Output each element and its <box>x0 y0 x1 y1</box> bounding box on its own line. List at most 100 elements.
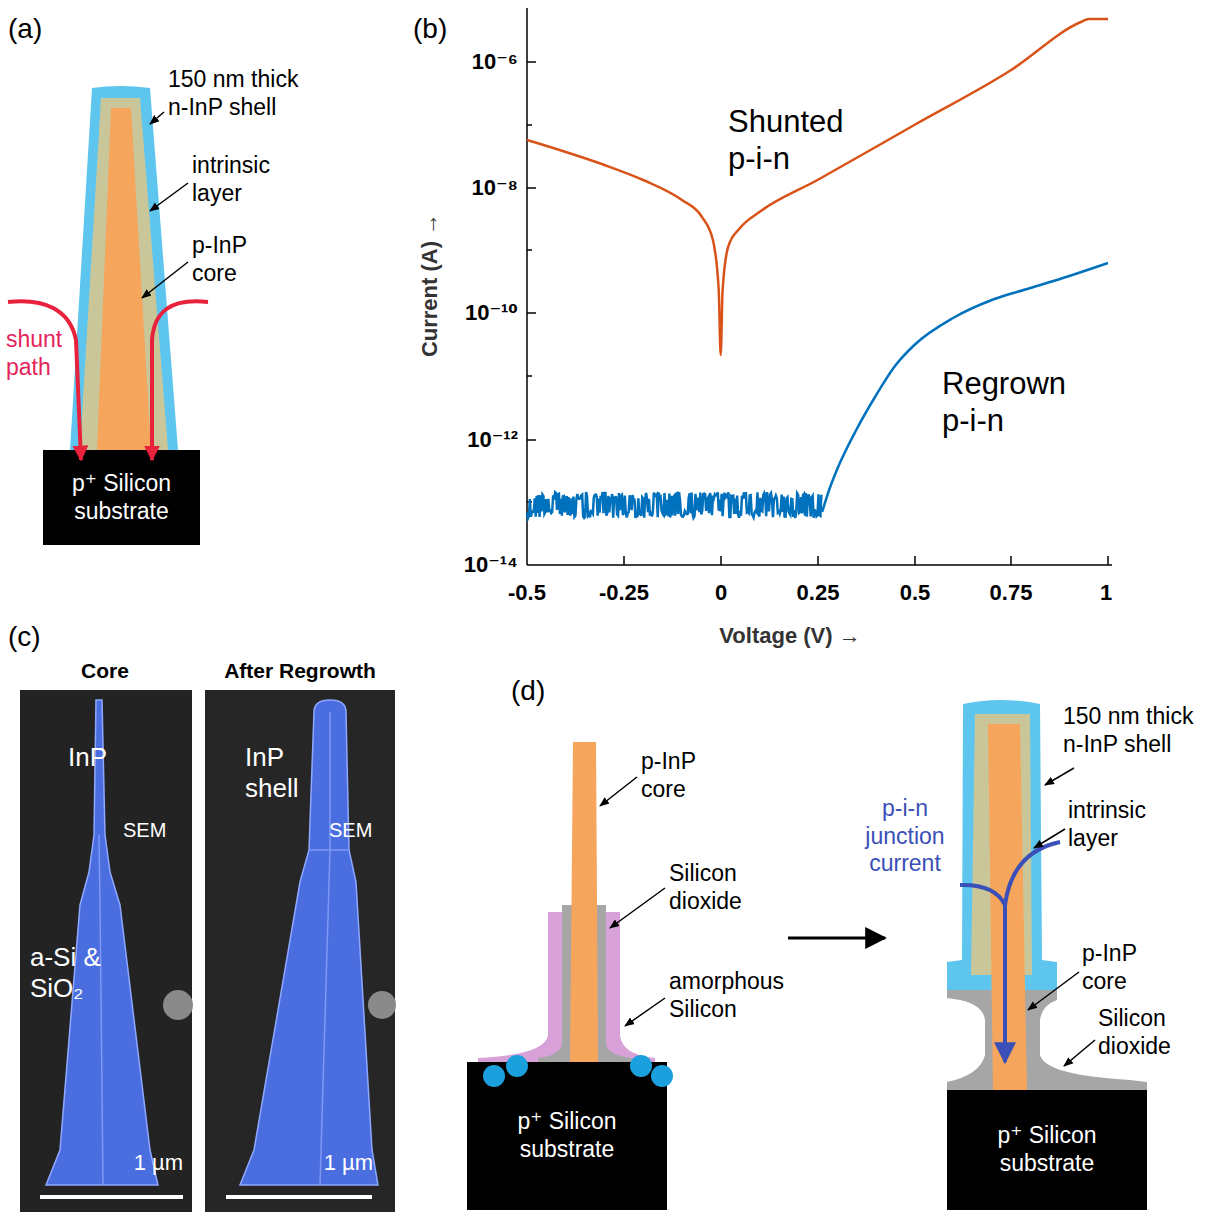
sem-particle <box>368 991 396 1019</box>
image-label: InP shell <box>245 742 315 804</box>
leader-line <box>142 262 188 298</box>
axis-tick-label: 0.75 <box>990 580 1033 606</box>
leader-line <box>150 183 188 211</box>
scale-label: 1 µm <box>324 1150 373 1176</box>
axis-tick-label: 0 <box>715 580 727 606</box>
part-label: p-InP core <box>641 748 721 803</box>
panel-letter: (b) <box>413 12 447 46</box>
part-label: intrinsic layer <box>1068 797 1168 852</box>
intrinsic-layer <box>80 98 168 450</box>
substrate-box: p⁺ Silicon substrate <box>467 1062 667 1210</box>
tick-mark <box>527 187 536 189</box>
current-arrow <box>960 885 1005 905</box>
scale-bar <box>40 1195 183 1199</box>
substrate-box: p⁺ Silicon substrate <box>43 450 200 545</box>
part-label: Silicon dioxide <box>669 860 769 915</box>
axis-tick-label: 0.25 <box>797 580 840 606</box>
image-heading: Core <box>81 658 129 683</box>
panel-letter: (a) <box>8 12 42 46</box>
image-label: SEM <box>329 818 372 842</box>
tick-mark <box>817 556 819 565</box>
axis-tick-label: 10⁻⁶ <box>472 49 518 75</box>
x-axis <box>527 564 1112 566</box>
process-arrow <box>788 937 885 940</box>
scale-bar <box>226 1195 372 1199</box>
tick-mark <box>527 124 532 126</box>
panel-letter: (d) <box>511 674 545 708</box>
part-label: p-InP core <box>1082 940 1162 995</box>
tick-mark <box>720 556 722 565</box>
nanowire-core <box>97 108 151 450</box>
substrate-label: p⁺ Silicon substrate <box>473 1108 661 1163</box>
plot-curves <box>527 19 1108 518</box>
scale-label: 1 µm <box>134 1150 183 1176</box>
axis-tick-label: 1 <box>1100 580 1112 606</box>
shunted-curve <box>527 19 1108 355</box>
leader-line <box>1064 1040 1095 1066</box>
particle-dot <box>651 1065 673 1087</box>
axis-tick-label: -0.5 <box>508 580 546 606</box>
part-label: 150 nm thick n-InP shell <box>1063 703 1213 758</box>
tick-mark <box>527 312 536 314</box>
current-arrow <box>1003 903 1007 1062</box>
part-label: 150 nm thick n-InP shell <box>168 66 318 121</box>
image-heading: After Regrowth <box>224 658 376 683</box>
leader-line <box>600 777 637 806</box>
panel-letter: (c) <box>8 620 41 654</box>
x-ticks <box>624 556 1108 565</box>
axis-title: Current (A) → <box>417 213 443 357</box>
tick-mark <box>527 439 536 441</box>
part-label: intrinsic layer <box>192 152 292 207</box>
part-label: Silicon dioxide <box>1098 1005 1198 1060</box>
sem-particle <box>163 990 193 1020</box>
regrown-curve <box>822 263 1108 512</box>
current-label: p-i-n junction current <box>855 795 955 878</box>
sem-nanowire <box>240 700 378 1185</box>
regrown-curve-floor <box>527 492 821 518</box>
axis-tick-label: 10⁻¹⁰ <box>465 300 518 326</box>
axis-title: Voltage (V) → <box>719 623 860 649</box>
leader-line <box>1045 768 1074 785</box>
substrate <box>43 450 200 545</box>
axis-tick-label: 10⁻⁸ <box>472 175 518 201</box>
y-ticks <box>527 62 536 502</box>
current-arrow <box>1005 842 1060 905</box>
sem-image: CoreInPSEMa-Si & SiO₂1 µm <box>20 690 192 1212</box>
leader-line <box>625 998 665 1026</box>
nanowire-shell <box>70 86 178 450</box>
image-label: SEM <box>123 818 166 842</box>
substrate <box>467 1062 667 1210</box>
axis-tick-label: 0.5 <box>900 580 931 606</box>
curve-label: Shunted p-i-n <box>728 103 873 177</box>
axis-tick-label: -0.25 <box>599 580 649 606</box>
tick-mark <box>1107 556 1109 565</box>
path-label: shunt path <box>6 326 81 381</box>
leader-line <box>1034 829 1065 848</box>
substrate <box>947 1090 1147 1210</box>
axis-tick-label: 10⁻¹² <box>467 427 518 453</box>
sem-nanowire-ridge <box>309 712 349 1185</box>
nanowire-core <box>988 724 1027 1090</box>
sem-image: After RegrowthInP shellSEM1 µm <box>205 690 395 1212</box>
shunt-path-arrow <box>152 301 208 460</box>
leader-line <box>1028 972 1079 1010</box>
leader-line <box>610 888 665 928</box>
shunt-path-arrow <box>8 301 81 460</box>
particle-dot <box>630 1055 652 1077</box>
image-label: a-Si & SiO₂ <box>30 942 130 1004</box>
nanowire-core <box>570 742 598 1062</box>
substrate-label: p⁺ Silicon substrate <box>49 470 194 525</box>
tick-mark <box>527 61 536 63</box>
sem-nanowire-ridge <box>99 835 103 1185</box>
y-axis <box>526 8 528 565</box>
leader-line <box>150 112 164 124</box>
image-label: InP <box>68 742 107 773</box>
particle-dot <box>506 1055 528 1077</box>
part-label: p-InP core <box>192 232 272 287</box>
particle-dot <box>483 1065 505 1087</box>
axis-tick-label: 10⁻¹⁴ <box>464 552 518 578</box>
curve-label: Regrown p-i-n <box>942 365 1092 439</box>
